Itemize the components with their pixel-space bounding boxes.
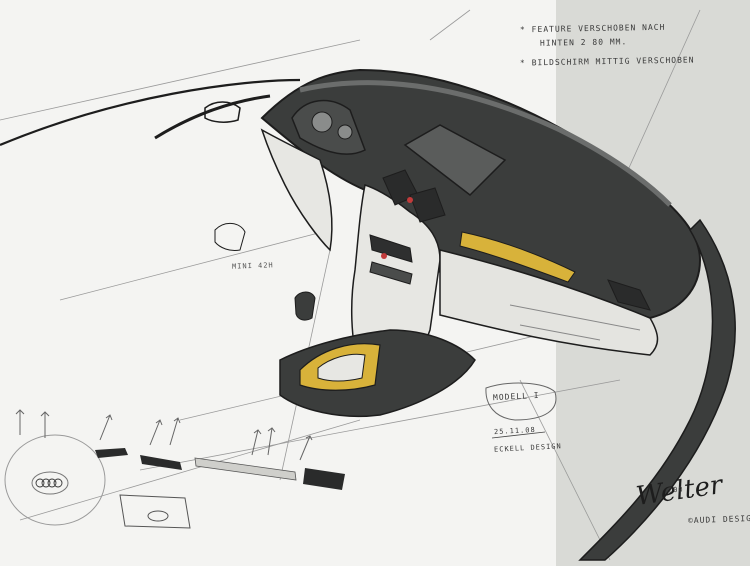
door-sweep <box>578 218 736 561</box>
steering-wheel <box>4 434 106 526</box>
passenger-vent <box>607 279 651 311</box>
vent-detail-mid <box>140 455 182 470</box>
driver-trim <box>260 128 333 252</box>
yellow-accent-strip <box>459 231 576 283</box>
airflow-arrows <box>15 409 313 461</box>
note-feature-moved-2: HINTEN 2 80 MM. <box>539 37 628 48</box>
passenger-panel <box>439 249 659 356</box>
shifter-knob <box>294 291 316 321</box>
center-vent-right <box>409 187 446 223</box>
vent-detail-left <box>95 448 128 458</box>
windshield-line <box>0 78 301 147</box>
note-small-label: MINI 42H <box>231 261 274 271</box>
cupholder-detail <box>119 494 191 529</box>
center-display <box>403 124 507 196</box>
note-year: 200 <box>667 485 684 495</box>
audi-rings-icon <box>35 478 63 488</box>
vent-detail-right <box>303 468 345 490</box>
trim-strip-detail <box>194 457 297 481</box>
